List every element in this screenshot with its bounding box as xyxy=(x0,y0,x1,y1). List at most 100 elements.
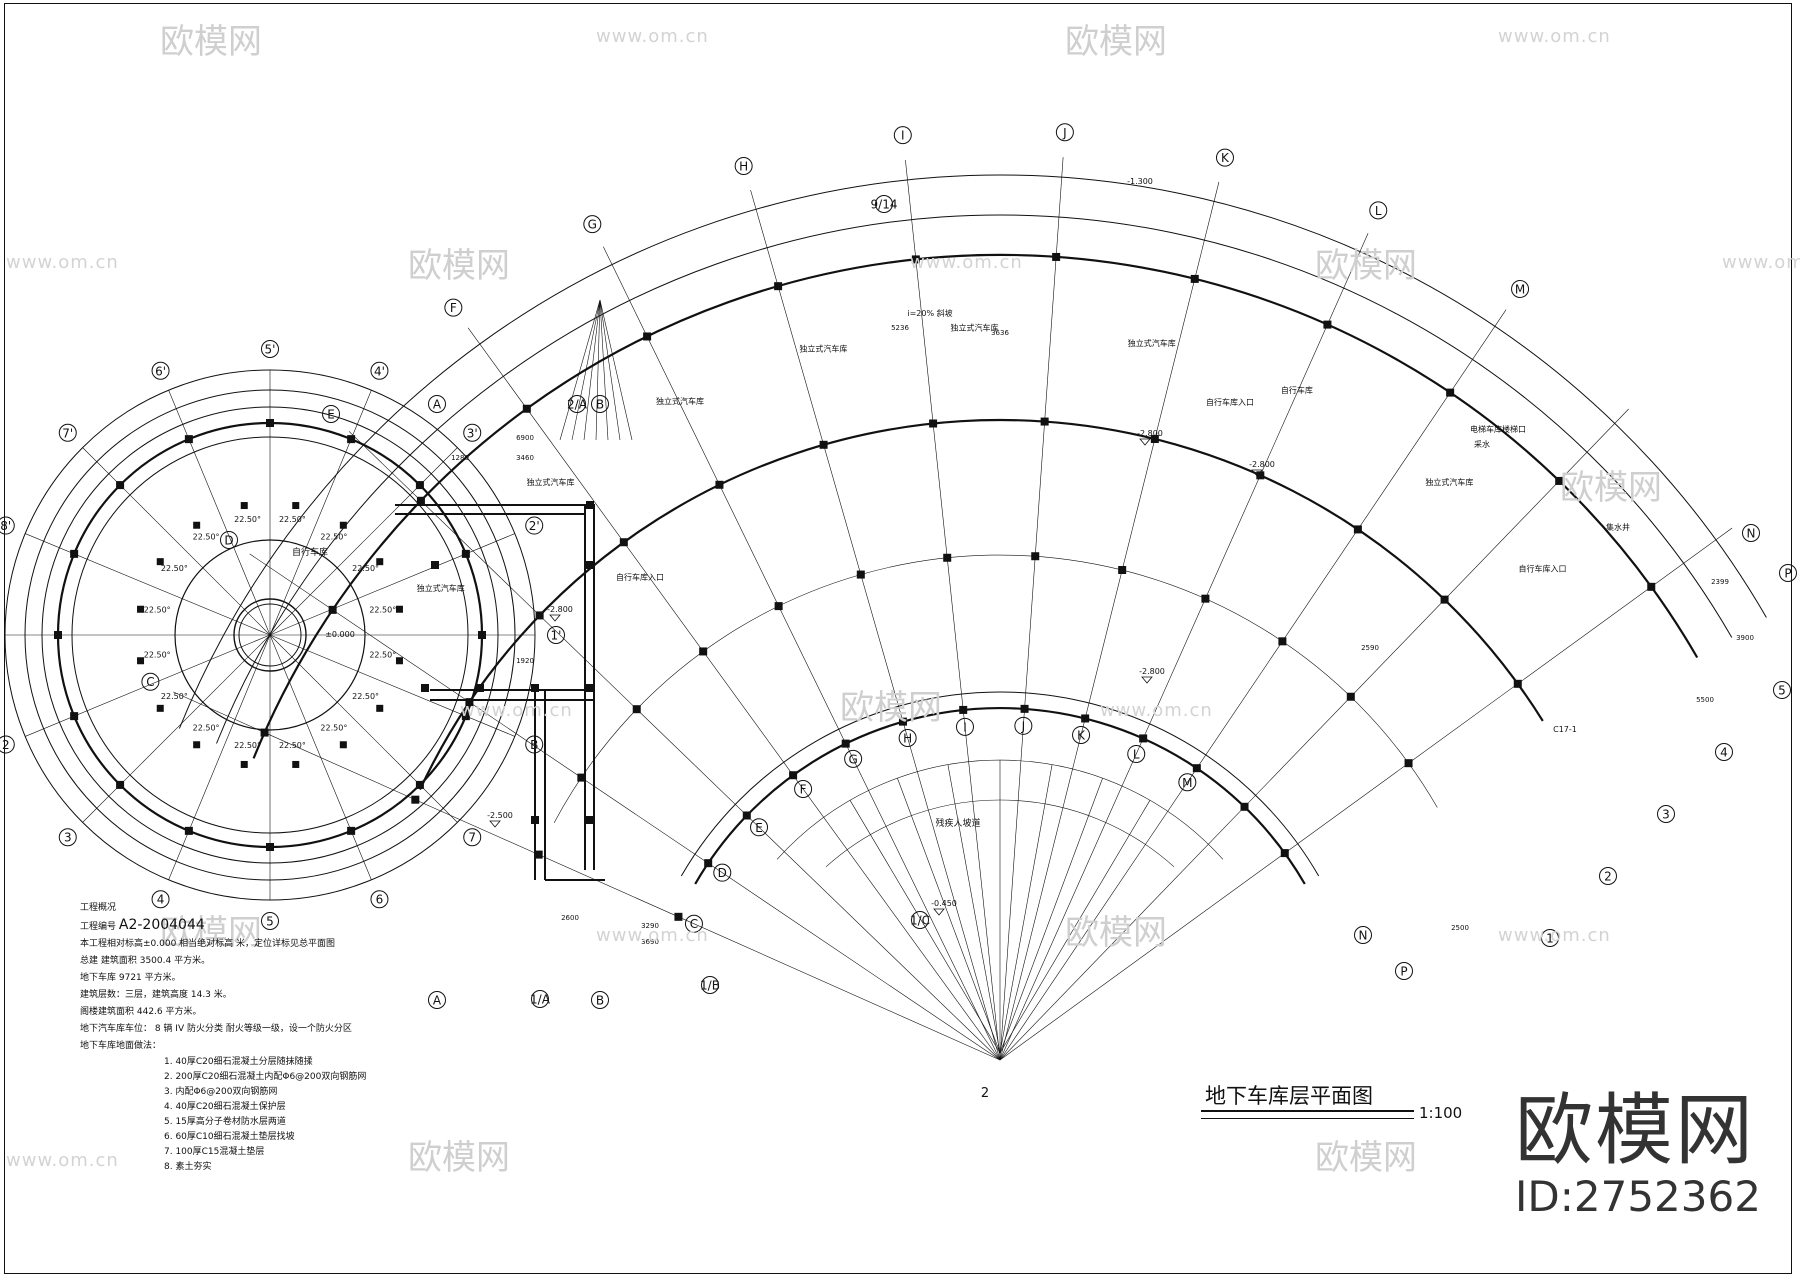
column xyxy=(1513,679,1522,688)
grid-bubble xyxy=(701,976,719,994)
project-number-row: 工程编号 A2-2004044 xyxy=(80,917,410,936)
dimension-text: 3460 xyxy=(516,454,534,462)
grid-bubble xyxy=(525,516,544,535)
angle-label: 22.50° xyxy=(279,515,306,524)
angle-label: 22.50° xyxy=(320,724,347,733)
grid-bubble xyxy=(591,991,609,1009)
column xyxy=(1040,417,1049,426)
column xyxy=(911,255,920,264)
column xyxy=(774,602,783,611)
fan-line xyxy=(999,800,1151,1054)
grid-bubble-label: 2' xyxy=(529,519,540,533)
grid-bubble xyxy=(1369,201,1388,220)
angle-label: 22.50° xyxy=(234,741,261,750)
room-label: 独立式汽车库 xyxy=(656,396,704,406)
grid-bubble-label: F xyxy=(450,301,457,315)
brand-id: ID:2752362 xyxy=(1515,1172,1761,1221)
radial-grid-line xyxy=(82,447,271,636)
grid-bubble xyxy=(1178,773,1197,792)
drawing-title-block: 地下车库层平面图 1:100 xyxy=(1201,1080,1462,1122)
level-mark: -1.300 xyxy=(1127,177,1153,186)
dimension-text: 1920 xyxy=(516,657,534,665)
column xyxy=(1446,388,1455,397)
column xyxy=(156,558,164,566)
column xyxy=(184,826,193,835)
watermark-url: www.om.cn xyxy=(6,1150,119,1171)
grid-bubble xyxy=(583,215,602,234)
ramp-line xyxy=(583,299,601,441)
column xyxy=(586,501,594,509)
entrance-note: 自行车库入口 xyxy=(616,572,664,582)
outer-wall-arc xyxy=(178,174,1767,729)
room-label: 独立式汽车库 xyxy=(1425,477,1473,487)
column xyxy=(339,741,347,749)
grid-bubble-label: H xyxy=(739,160,748,174)
column xyxy=(1118,566,1127,575)
grid-bubble-label: 5' xyxy=(265,343,276,357)
grid-bubble xyxy=(911,911,929,929)
column xyxy=(577,773,586,782)
grid-bubble-label: P xyxy=(1400,965,1407,979)
watermark-url: www.om.cn xyxy=(1722,252,1800,273)
grid-bubble xyxy=(1779,564,1797,582)
grid-bubble-label: J xyxy=(1021,719,1026,733)
column xyxy=(156,704,164,712)
grid-bubble xyxy=(844,749,863,768)
grid-bubble xyxy=(898,728,917,747)
column xyxy=(347,435,356,444)
column xyxy=(1192,764,1201,773)
column xyxy=(376,704,384,712)
grid-bubble-label: 1 xyxy=(1546,932,1554,946)
radial-grid-line xyxy=(999,181,1220,1061)
level-mark: -2.800 xyxy=(547,605,573,614)
angle-label: 22.50° xyxy=(234,515,261,524)
grid-bubble xyxy=(734,157,753,176)
grid-bubble-label: 6' xyxy=(155,364,166,378)
radial-grid-line xyxy=(467,327,1001,1061)
fan-line xyxy=(999,777,1103,1054)
grid-bubble xyxy=(955,717,974,736)
level-mark: -2.800 xyxy=(1249,460,1275,469)
door-note: C17-1 xyxy=(1553,725,1577,734)
dimension-text: 5236 xyxy=(891,324,909,332)
watermark-logo: 欧模网 xyxy=(408,1138,510,1178)
fan-line xyxy=(897,777,1001,1054)
dimension-arc xyxy=(553,554,1438,824)
watermark-logo: 欧模网 xyxy=(1065,22,1167,62)
grid-bubble-label: B xyxy=(596,994,604,1008)
column xyxy=(586,561,594,569)
column xyxy=(1555,476,1564,485)
column xyxy=(819,440,828,449)
column xyxy=(328,605,337,614)
brand-mark: 欧模网 ID:2752362 xyxy=(1515,1090,1761,1222)
watermark-url: www.om.cn xyxy=(596,26,709,47)
ramp-note: 残疾人坡道 xyxy=(935,817,980,829)
column xyxy=(643,332,652,341)
outer-wall-arc xyxy=(216,214,1733,744)
grid-bubble-label: M xyxy=(1182,776,1192,790)
column xyxy=(1201,594,1210,603)
column xyxy=(292,502,300,510)
watermark-logo: 欧模网 xyxy=(840,688,942,728)
column xyxy=(266,419,274,427)
dimension-text: 2500 xyxy=(1451,924,1469,932)
grid-bubble xyxy=(794,779,813,798)
notes-line: 本工程相对标高±0.000 相当绝对标高 米，定位详标见总平面图 xyxy=(80,939,336,949)
grid-bubble xyxy=(684,914,703,933)
column xyxy=(376,558,384,566)
angle-label: 22.50° xyxy=(369,606,396,615)
level-mark: -2.800 xyxy=(1137,429,1163,438)
column xyxy=(193,741,201,749)
grid-bubble-label: G xyxy=(848,752,857,766)
radial-grid-line xyxy=(168,634,271,880)
column xyxy=(789,771,798,780)
column xyxy=(1052,252,1061,261)
level-triangle xyxy=(933,908,945,916)
column xyxy=(1031,552,1040,561)
floor-layer: 6. 60厚C10细石混凝土垫层找坡 xyxy=(164,1132,295,1142)
column xyxy=(1020,704,1029,713)
room-label: 独立式汽车库 xyxy=(799,344,847,354)
grid-bubble xyxy=(591,395,609,413)
room-label: 自行车库入口 xyxy=(1518,564,1566,574)
grid-bubble xyxy=(58,423,77,442)
